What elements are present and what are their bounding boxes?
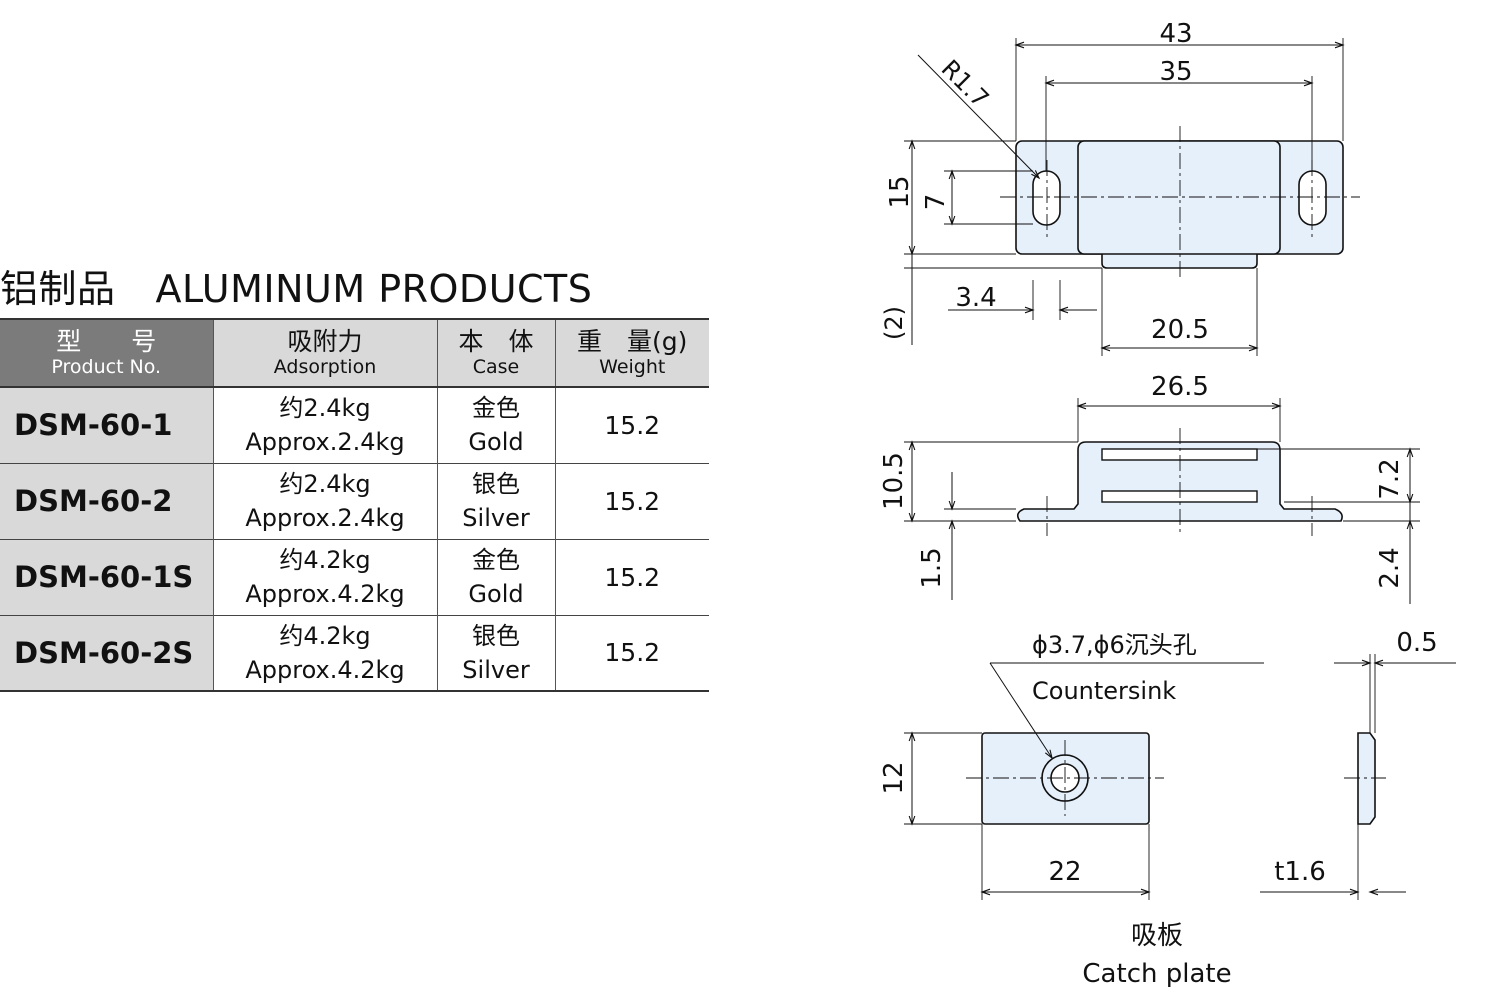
weight-cell: 15.2 xyxy=(554,539,709,615)
left-slot xyxy=(1032,170,1061,226)
page-title: 铝制品 ALUMINUM PRODUCTS xyxy=(0,258,592,313)
dim-12: 12 xyxy=(879,761,909,794)
top-bottom-tab xyxy=(1101,254,1258,269)
top-center-body xyxy=(1077,140,1281,255)
catch-plate-edge-view xyxy=(1357,732,1376,825)
side-view: 26.5 10.5 1.5 7.2 2.4 xyxy=(879,372,1420,604)
side-slot-upper xyxy=(1101,448,1258,461)
dim-r17: R1.7 xyxy=(936,54,995,113)
dim-22: 22 xyxy=(1048,857,1081,887)
caption-zh: 吸板 xyxy=(1131,921,1183,951)
dim-2: (2) xyxy=(880,306,908,340)
dim-0-5: 0.5 xyxy=(1396,628,1437,658)
catch-plate-view: ϕ3.7,ϕ6沉头孔 Countersink 12 22 t1.6 0.5 吸板… xyxy=(879,628,1456,987)
top-view: 43 35 R1.7 15 7 (2) 3.4 20.5 xyxy=(880,19,1360,356)
weight-cell: 15.2 xyxy=(554,615,709,691)
weight-cell: 15.2 xyxy=(554,387,709,463)
title-en: ALUMINUM PRODUCTS xyxy=(155,267,593,311)
hole-label-en: Countersink xyxy=(1032,677,1176,705)
dim-35: 35 xyxy=(1159,57,1192,87)
model-cell: DSM-60-2 xyxy=(0,463,213,539)
dim-26-5: 26.5 xyxy=(1151,372,1209,402)
model-cell: DSM-60-1 xyxy=(0,387,213,463)
title-zh: 铝制品 xyxy=(0,267,116,311)
side-profile xyxy=(1016,441,1343,522)
weight-cell: 15.2 xyxy=(554,463,709,539)
dim-10-5: 10.5 xyxy=(879,452,909,510)
dim-43: 43 xyxy=(1159,19,1192,49)
dim-3-4: 3.4 xyxy=(955,283,996,313)
right-slot xyxy=(1298,170,1327,226)
header-weight: 重 量(g)Weight xyxy=(554,319,709,387)
dim-1-5: 1.5 xyxy=(917,547,947,588)
dim-7-2: 7.2 xyxy=(1375,458,1405,499)
side-slot-lower xyxy=(1101,490,1258,503)
model-cell: DSM-60-2S xyxy=(0,615,213,691)
dim-7: 7 xyxy=(921,194,951,211)
caption-en: Catch plate xyxy=(1082,959,1231,987)
dim-15: 15 xyxy=(885,175,915,208)
dim-20-5: 20.5 xyxy=(1151,315,1209,345)
dim-2-4: 2.4 xyxy=(1375,547,1405,588)
hole-label: ϕ3.7,ϕ6沉头孔 xyxy=(1032,631,1197,659)
dim-t1-6: t1.6 xyxy=(1274,857,1326,887)
model-cell: DSM-60-1S xyxy=(0,539,213,615)
